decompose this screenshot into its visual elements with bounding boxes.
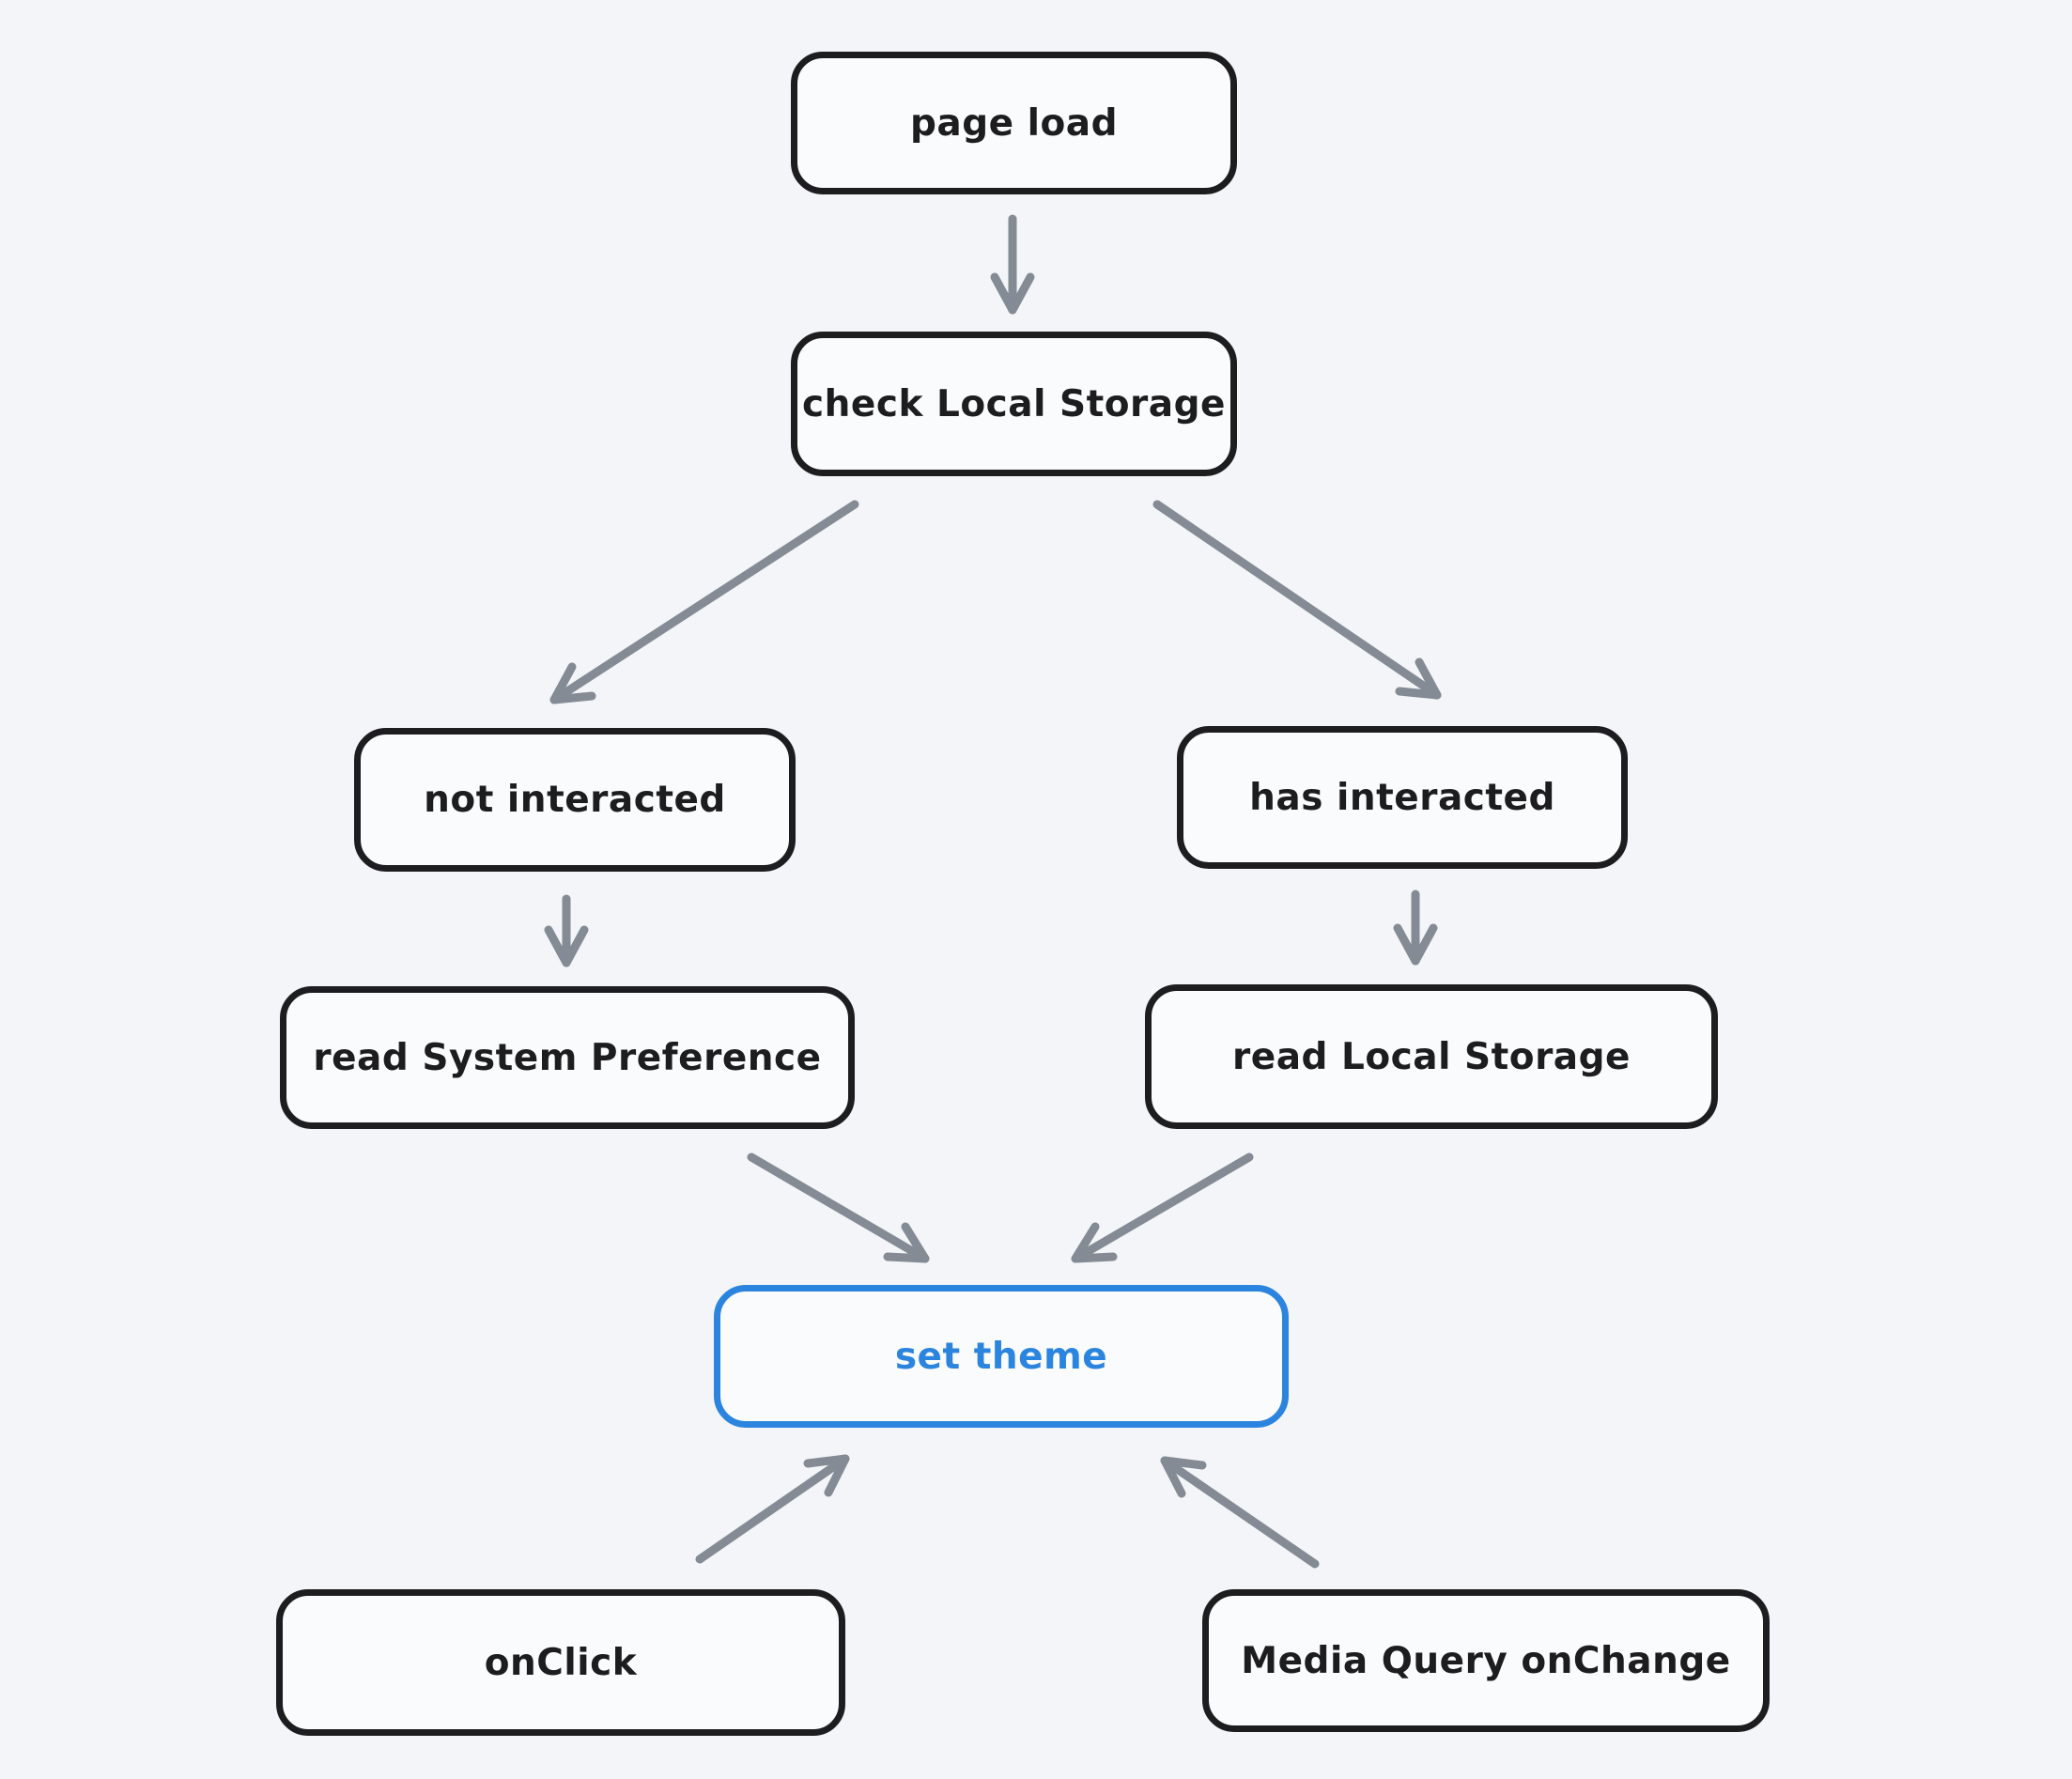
node-read-system-preference-label: read System Preference (313, 1036, 822, 1079)
node-not-interacted-label: not interacted (424, 779, 726, 821)
node-onclick[interactable]: onClick (276, 1589, 845, 1736)
node-set-theme-label: set theme (894, 1335, 1108, 1378)
node-page-load[interactable]: page load (791, 52, 1237, 194)
arrow-check-local-storage-to-not-interacted[interactable] (549, 500, 859, 704)
arrow-media-query-onchange-to-set-theme[interactable] (1160, 1456, 1320, 1569)
arrow-has-interacted-to-read-local-storage[interactable] (1393, 890, 1438, 966)
arrow-check-local-storage-to-has-interacted[interactable] (1152, 500, 1442, 700)
arrow-read-local-storage-to-set-theme[interactable] (1071, 1152, 1254, 1263)
node-read-local-storage[interactable]: read Local Storage (1145, 984, 1718, 1129)
node-has-interacted[interactable]: has interacted (1177, 726, 1628, 869)
node-check-local-storage[interactable]: check Local Storage (791, 332, 1237, 476)
node-has-interacted-label: has interacted (1249, 776, 1555, 819)
node-check-local-storage-label: check Local Storage (802, 382, 1226, 425)
node-read-local-storage-label: read Local Storage (1232, 1035, 1631, 1078)
node-page-load-label: page load (909, 101, 1119, 145)
arrow-not-interacted-to-read-system-preference[interactable] (544, 894, 589, 967)
node-media-query-onchange[interactable]: Media Query onChange (1202, 1589, 1770, 1732)
arrow-read-system-preference-to-set-theme[interactable] (747, 1152, 930, 1263)
node-set-theme[interactable]: set theme (714, 1285, 1289, 1428)
node-read-system-preference[interactable]: read System Preference (280, 986, 855, 1129)
arrow-page-load-to-check-local-storage[interactable] (990, 214, 1035, 315)
node-onclick-label: onClick (484, 1641, 638, 1684)
arrow-onclick-to-set-theme[interactable] (695, 1454, 850, 1564)
node-not-interacted[interactable]: not interacted (354, 728, 796, 872)
node-media-query-onchange-label: Media Query onChange (1241, 1639, 1731, 1682)
